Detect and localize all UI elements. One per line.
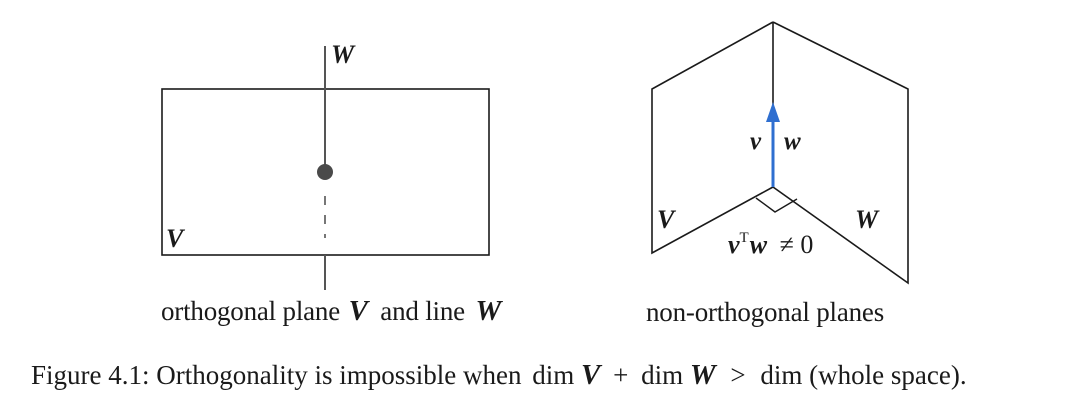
inner-product-label: vTw ≠ 0 (728, 230, 814, 259)
angle-marker (755, 197, 798, 213)
figure-caption-dim2: dim (641, 360, 684, 390)
vector-v-label: v (750, 128, 762, 155)
left-caption-line: W (475, 295, 502, 327)
left-caption-and: and line (380, 296, 465, 326)
plane-w-right-label: W (855, 205, 879, 234)
plane-v-right-label: V (657, 205, 675, 234)
line-w-label: W (331, 40, 355, 69)
left-panel-caption: orthogonal plane V and line W (161, 297, 501, 326)
figure-caption-prefix: Figure 4.1: Orthogonality is impossible … (31, 360, 522, 390)
inner-product-w: w (749, 230, 768, 259)
figure-caption-v: V (581, 359, 601, 391)
figure-caption-dim1: dim (532, 360, 575, 390)
inner-product-transpose: T (739, 230, 749, 246)
inner-product-relation: ≠ 0 (779, 230, 814, 259)
figure-caption-dim3: dim (760, 360, 803, 390)
figure-caption: Figure 4.1: Orthogonality is impossible … (31, 361, 967, 390)
inner-product-v: v (728, 230, 740, 259)
vector-w-label: w (784, 128, 801, 155)
plane-w-outline (772, 21, 909, 285)
plane-v-outline (651, 21, 774, 255)
figure-caption-plus: + (613, 360, 629, 390)
figure-caption-suffix: (whole space). (809, 360, 967, 390)
left-caption-plane: V (348, 295, 368, 327)
intersection-point (317, 164, 333, 180)
figure-caption-gt: > (730, 360, 746, 390)
vector-arrow-head (766, 102, 780, 122)
figure-caption-w: W (689, 359, 716, 391)
right-panel-caption: non-orthogonal planes (646, 297, 884, 327)
plane-v-label: V (166, 224, 184, 253)
left-caption-text: orthogonal plane (161, 296, 340, 326)
